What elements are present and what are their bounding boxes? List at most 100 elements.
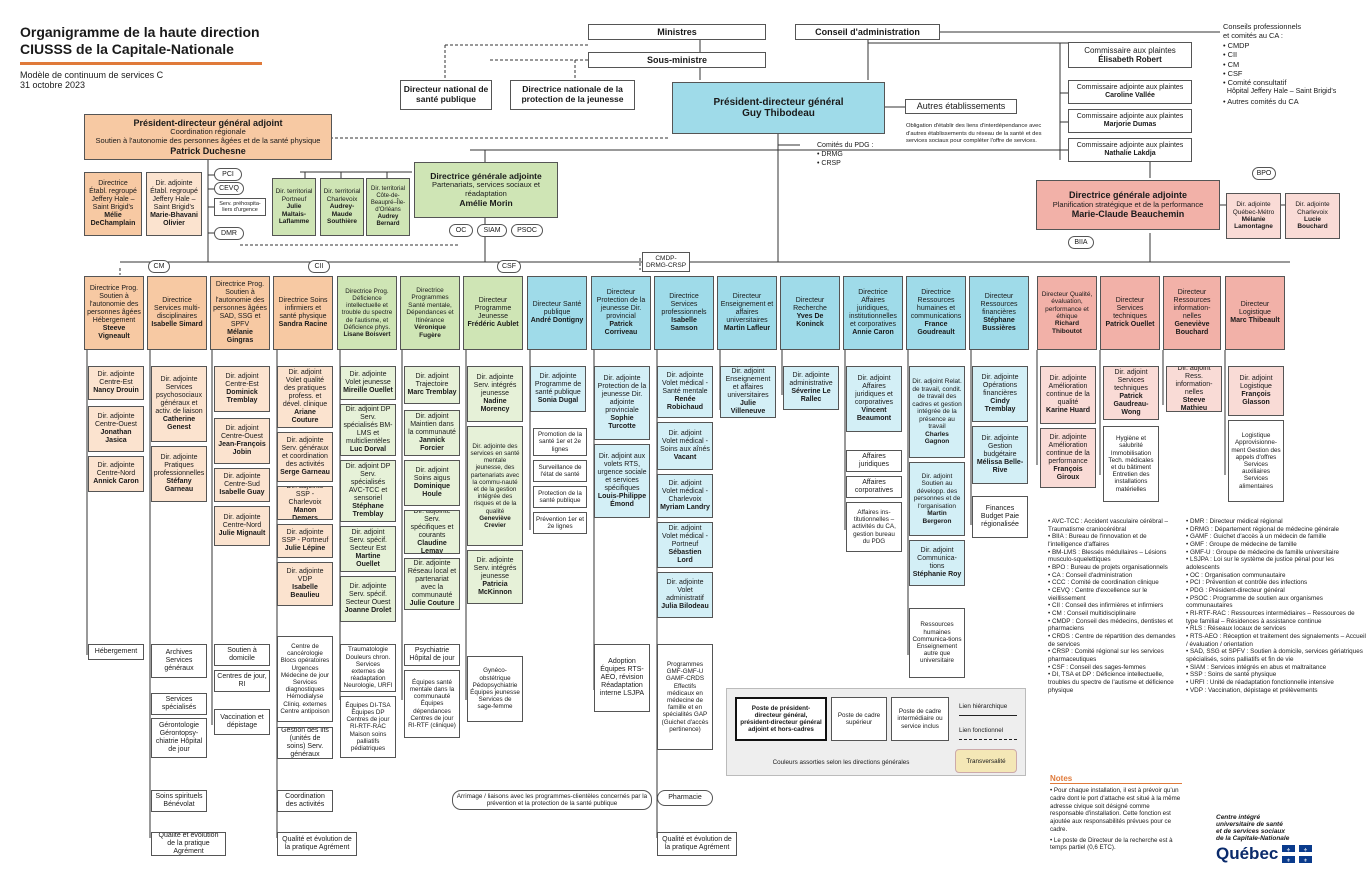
box-name: Mélanie Lamontagne [1234,216,1273,231]
pill-cevq: CEVQ [214,182,244,195]
box-name: Lisane Boisvert [343,331,391,339]
abbr-item: • SSP : Soins de santé physique [1186,671,1277,679]
adj-c14-0: Dir. adjoint Relat. de travail, condit. … [909,366,965,458]
abbr-item: • DI, TSA et DP : Déficience intellectue… [1048,671,1174,694]
box-label: Dir. adjointe Serv. spécif. Secteur Oues… [345,582,391,606]
box-label: Qualité et évolution de la pratique Agré… [282,835,352,851]
box-label: Services spécialisés [161,695,197,711]
abbr-item: • CA : Conseil d'administration [1048,571,1133,579]
box-label: Dir. adjoint Centre-Est [225,372,259,388]
abbr-item: • CCC : Comité de coordination clinique [1048,579,1159,587]
box-name: Mireille Ouellet [343,387,393,395]
box-label: Dir. adjoint Soutien au développ. des pe… [913,472,961,510]
abbr-item: • CEVQ : Centre d'excellence sur le viei… [1048,587,1148,602]
abbr-item: • VDP : Vaccination, dépistage et prélèv… [1186,686,1318,694]
box-label: Dir. adjointe SSP - Portneuf [281,528,329,544]
services-specialises-box: Services spécialisés [151,693,207,715]
box-label: Directeur Services techniques [1113,296,1147,320]
adj-c5-4: Dir. adjointe Serv. spécif. Secteur Oues… [340,576,396,622]
box-name: François Giroux [1053,466,1083,482]
box-name: Patrick Gaudreau-Wong [1113,393,1149,417]
box-name: Martin Bergeron [922,510,952,525]
box-label: Directrice Prog. Déficience intellectuel… [341,287,393,331]
legend: Poste de président-directeur général, pr… [726,688,1026,776]
dn-sante-publique-box: Directeur national de santé publique [400,80,492,110]
qualite-box-2: Qualité et évolution de la pratique Agré… [277,832,357,856]
ca-label: Conseil d'administration [815,26,920,37]
dga1-name: Amélie Morin [459,197,513,208]
adj-c2-1: Dir. adjointe Pratiques professionnelles… [151,446,207,502]
abbr-item: • SAD, SSG et SPFV : Soutien à domicile,… [1186,648,1363,664]
centres-jour-box: Centres de jour, RI [214,670,270,692]
hebergement-box: Hébergement [88,644,144,660]
dn-sante-publique-label: Directeur national de santé publique [403,84,489,104]
logo-line: universitaire de santé [1216,821,1283,829]
gerontologie-box: Gérontologie Gérontopsy-chiatrie Hôpital… [151,718,207,758]
box-label: Équipes santé mentale dans la communauté… [408,678,456,730]
autres-etab-label: Autres établissements [916,101,1006,112]
dn-protection-label: Directrice nationale de la protection de… [521,84,624,104]
conseils-item: • CM [1223,59,1240,69]
box-name: André Dontigny [530,317,584,325]
box-name: Patrick Ouellet [1105,321,1155,329]
box-name: Julie Maltais-Laflamme [278,203,310,226]
header: Organigramme de la haute direction CIUSS… [20,24,270,90]
dga2-name: Marie-Claude Beauchemin [1071,209,1185,220]
affaires-institutionnelles-box: Affaires ins-titutionnelles – activités … [846,502,902,552]
direction-sapa-hebergement: Directrice Prog. Soutien à l'autonomie d… [84,276,144,350]
box-label: Dir. adjoint DP Serv. spécialisés AVC-TC… [345,462,391,503]
box-name: Geneviève Crevier [479,514,511,530]
box-label: Directeur Qualité, évaluation, performan… [1041,290,1093,320]
box-name: Lucie Bouchard [1297,216,1328,231]
abbr-item: • CM : Conseil multidisciplinaire [1048,610,1136,618]
box-name: Nancy Drouin [93,387,139,395]
abbr-item: • RI-RTF-RAC : Ressources intermédiaires… [1186,610,1355,625]
svg-text:⚜: ⚜ [1304,847,1308,853]
box-name: Marc Tremblay [407,389,457,397]
adj-c16-1: Dir. adjointe Amélioration continue de l… [1040,428,1096,488]
box-name: Claudine Lemay [417,540,447,554]
box-name: Vacant [673,454,697,462]
box-label: Dir. adjointe Volet jeunesse [345,370,391,386]
box-label: Centre de cancérologie Blocs opératoires… [280,642,330,715]
box-label: Affaires corporatives [854,478,894,494]
box-label: Protection de la santé publique [538,489,582,504]
dga2-title: Directrice générale adjointe [1068,190,1188,201]
box-label: Promotion de la santé 1er et 2e lignes [537,431,583,453]
box-label: Affaires ins-titutionnelles – activités … [852,508,896,545]
dn-protection-box: Directrice nationale de la protection de… [510,80,635,110]
adoption-box: Adoption Équipes RTS-AEO, révision Réada… [594,644,650,712]
box-label: Hygiène et salubrité Immobilisation Tech… [1108,435,1154,493]
abbr-item: • CRSP : Comité régional sur les service… [1048,648,1164,664]
abbr-item: • OC : Organisation communautaire [1186,571,1286,579]
box-name: Joanne Drolet [344,607,392,615]
box-label: Directrice Services professionnels [661,292,707,316]
box-label: Directeur Protection de la jeunesse Dir.… [596,288,646,320]
box-line: Établ. regroupé [89,187,137,195]
comites-pdg-title: Comités du PDG : [817,142,874,149]
box-label: Dir. adjointe Réseau local et partenaria… [407,559,457,600]
box-label: Soins spirituels Bénévolat [155,792,203,808]
pill-cii: CII [308,260,330,273]
box-name: Isabelle Guay [219,489,265,497]
box-name: Julie Lépine [284,545,326,553]
adj-name: Nathalie Lakdja [1104,150,1156,157]
box-name: Cindy Tremblay [984,398,1016,414]
dga1-sub: Partenariats, services sociaux et réadap… [432,180,540,198]
box-name: Sophie Turcotte [608,415,636,431]
logistique-services-box: Logistique Approvisionne-ment Gestion de… [1228,420,1284,502]
box-name: Steeve Vigneault [98,325,130,341]
comites-pdg-drmg: • DRMG [817,150,843,158]
box-label: Dir. adjointe Pratiques professionnelles [153,453,205,477]
